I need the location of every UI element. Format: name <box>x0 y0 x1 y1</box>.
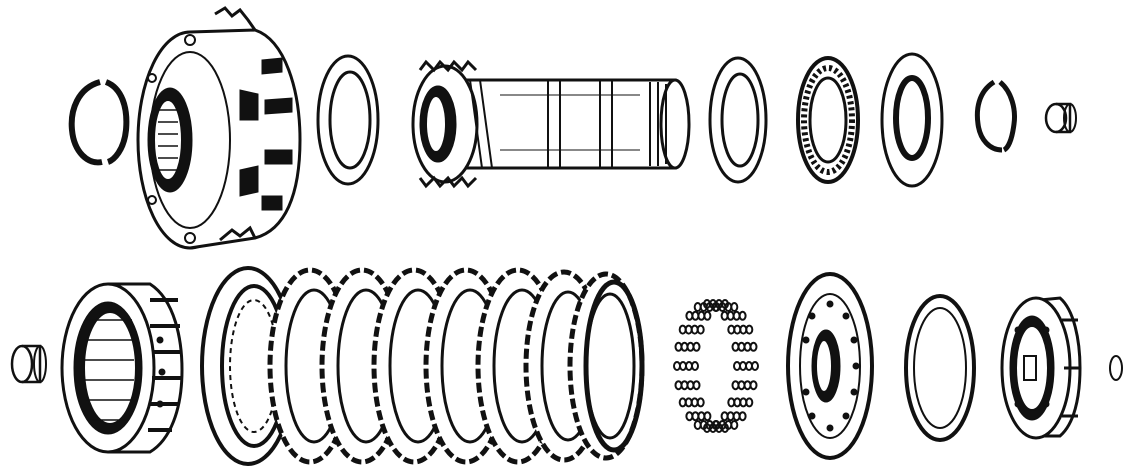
coil-spring <box>731 380 758 391</box>
coil-spring <box>731 341 758 352</box>
thrust-washer-1 <box>316 54 380 186</box>
coil-spring <box>693 420 720 430</box>
helical-gear-shaft <box>411 59 691 189</box>
coil-spring <box>678 324 705 335</box>
seal-ring <box>904 294 976 442</box>
coil-spring <box>712 302 739 312</box>
thrust-washer-2 <box>708 56 768 184</box>
bushing-top <box>1044 102 1077 134</box>
planetary-gear-carrier <box>136 6 302 250</box>
coil-spring <box>678 397 705 408</box>
coil-spring <box>727 324 754 335</box>
piston <box>786 272 874 460</box>
o-ring <box>1109 355 1123 381</box>
coil-spring <box>720 310 747 321</box>
coil-spring <box>685 411 712 422</box>
needle-thrust-bearing <box>796 56 860 184</box>
piston-holes <box>802 300 860 432</box>
clutch-plate-pack <box>200 266 645 466</box>
coil-spring <box>674 380 701 391</box>
coil-spring <box>685 310 712 321</box>
clutch-springs <box>673 299 759 433</box>
clutch-hub <box>1000 296 1082 440</box>
clutch-drum <box>60 282 184 454</box>
coil-spring <box>720 411 747 422</box>
thrust-washer-3 <box>880 52 944 188</box>
snap-ring-left <box>68 79 130 166</box>
coil-spring <box>727 397 754 408</box>
coil-spring <box>733 361 759 371</box>
snap-ring-right <box>974 79 1017 153</box>
clutch-plate-9 <box>583 279 645 453</box>
bushing-bottom <box>10 344 47 384</box>
coil-spring <box>674 341 701 352</box>
coil-spring <box>673 361 699 371</box>
